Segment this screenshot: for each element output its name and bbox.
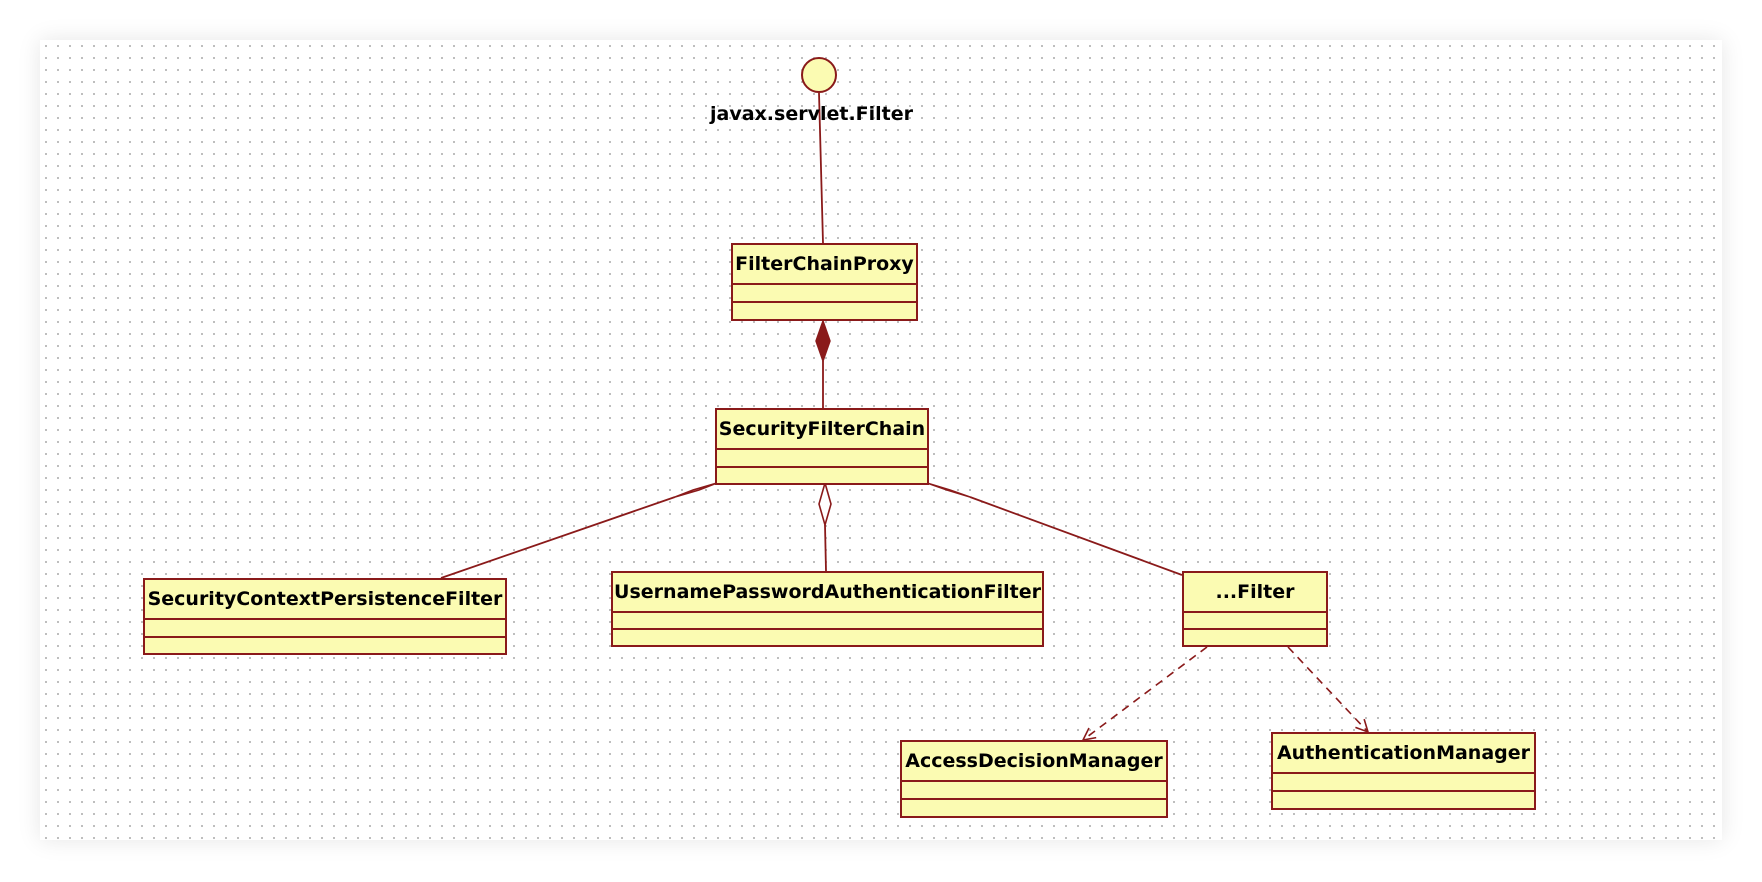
- class-filter-chain-proxy[interactable]: FilterChainProxy: [731, 243, 918, 321]
- aggregation-diamond-center: [818, 480, 832, 528]
- attributes-compartment: [717, 450, 927, 468]
- class-security-filter-chain[interactable]: SecurityFilterChain: [715, 408, 929, 485]
- aggregation-diamond-left: [674, 482, 718, 498]
- class-name: SecurityContextPersistenceFilter: [145, 580, 505, 620]
- operations-compartment: [1184, 630, 1326, 645]
- attributes-compartment: [145, 620, 505, 638]
- attributes-compartment: [1184, 613, 1326, 630]
- attributes-compartment: [733, 285, 916, 303]
- class-security-context-persistence-filter[interactable]: SecurityContextPersistenceFilter: [143, 578, 507, 655]
- class-generic-filter[interactable]: ...Filter: [1182, 571, 1328, 647]
- operations-compartment: [733, 303, 916, 319]
- aggregation-line-left: [440, 496, 676, 579]
- aggregation-line-right: [969, 496, 1183, 576]
- operations-compartment: [1273, 792, 1534, 808]
- operations-compartment: [145, 638, 505, 654]
- class-name: FilterChainProxy: [733, 245, 916, 285]
- class-name: AuthenticationManager: [1273, 734, 1534, 774]
- class-name: ...Filter: [1184, 573, 1326, 613]
- class-name: SecurityFilterChain: [717, 410, 927, 450]
- operations-compartment: [717, 468, 927, 484]
- interface-lollipop-icon: [801, 57, 837, 93]
- class-name: UsernamePasswordAuthenticationFilter: [613, 573, 1042, 613]
- class-authentication-manager[interactable]: AuthenticationManager: [1271, 732, 1536, 810]
- operations-compartment: [902, 800, 1166, 816]
- operations-compartment: [613, 630, 1042, 645]
- composition-diamond: [815, 318, 831, 364]
- dependency-line-access-decision: [1081, 646, 1208, 742]
- class-name: AccessDecisionManager: [902, 742, 1166, 782]
- attributes-compartment: [613, 613, 1042, 630]
- class-username-password-authentication-filter[interactable]: UsernamePasswordAuthenticationFilter: [611, 571, 1044, 647]
- class-access-decision-manager[interactable]: AccessDecisionManager: [900, 740, 1168, 818]
- realization-line-filter: [818, 92, 824, 244]
- attributes-compartment: [902, 782, 1166, 800]
- attributes-compartment: [1273, 774, 1534, 792]
- dependency-line-authentication: [1287, 646, 1370, 734]
- aggregation-diamond-right: [926, 482, 971, 498]
- aggregation-line-center: [824, 524, 827, 572]
- interface-label: javax.servlet.Filter: [710, 103, 914, 125]
